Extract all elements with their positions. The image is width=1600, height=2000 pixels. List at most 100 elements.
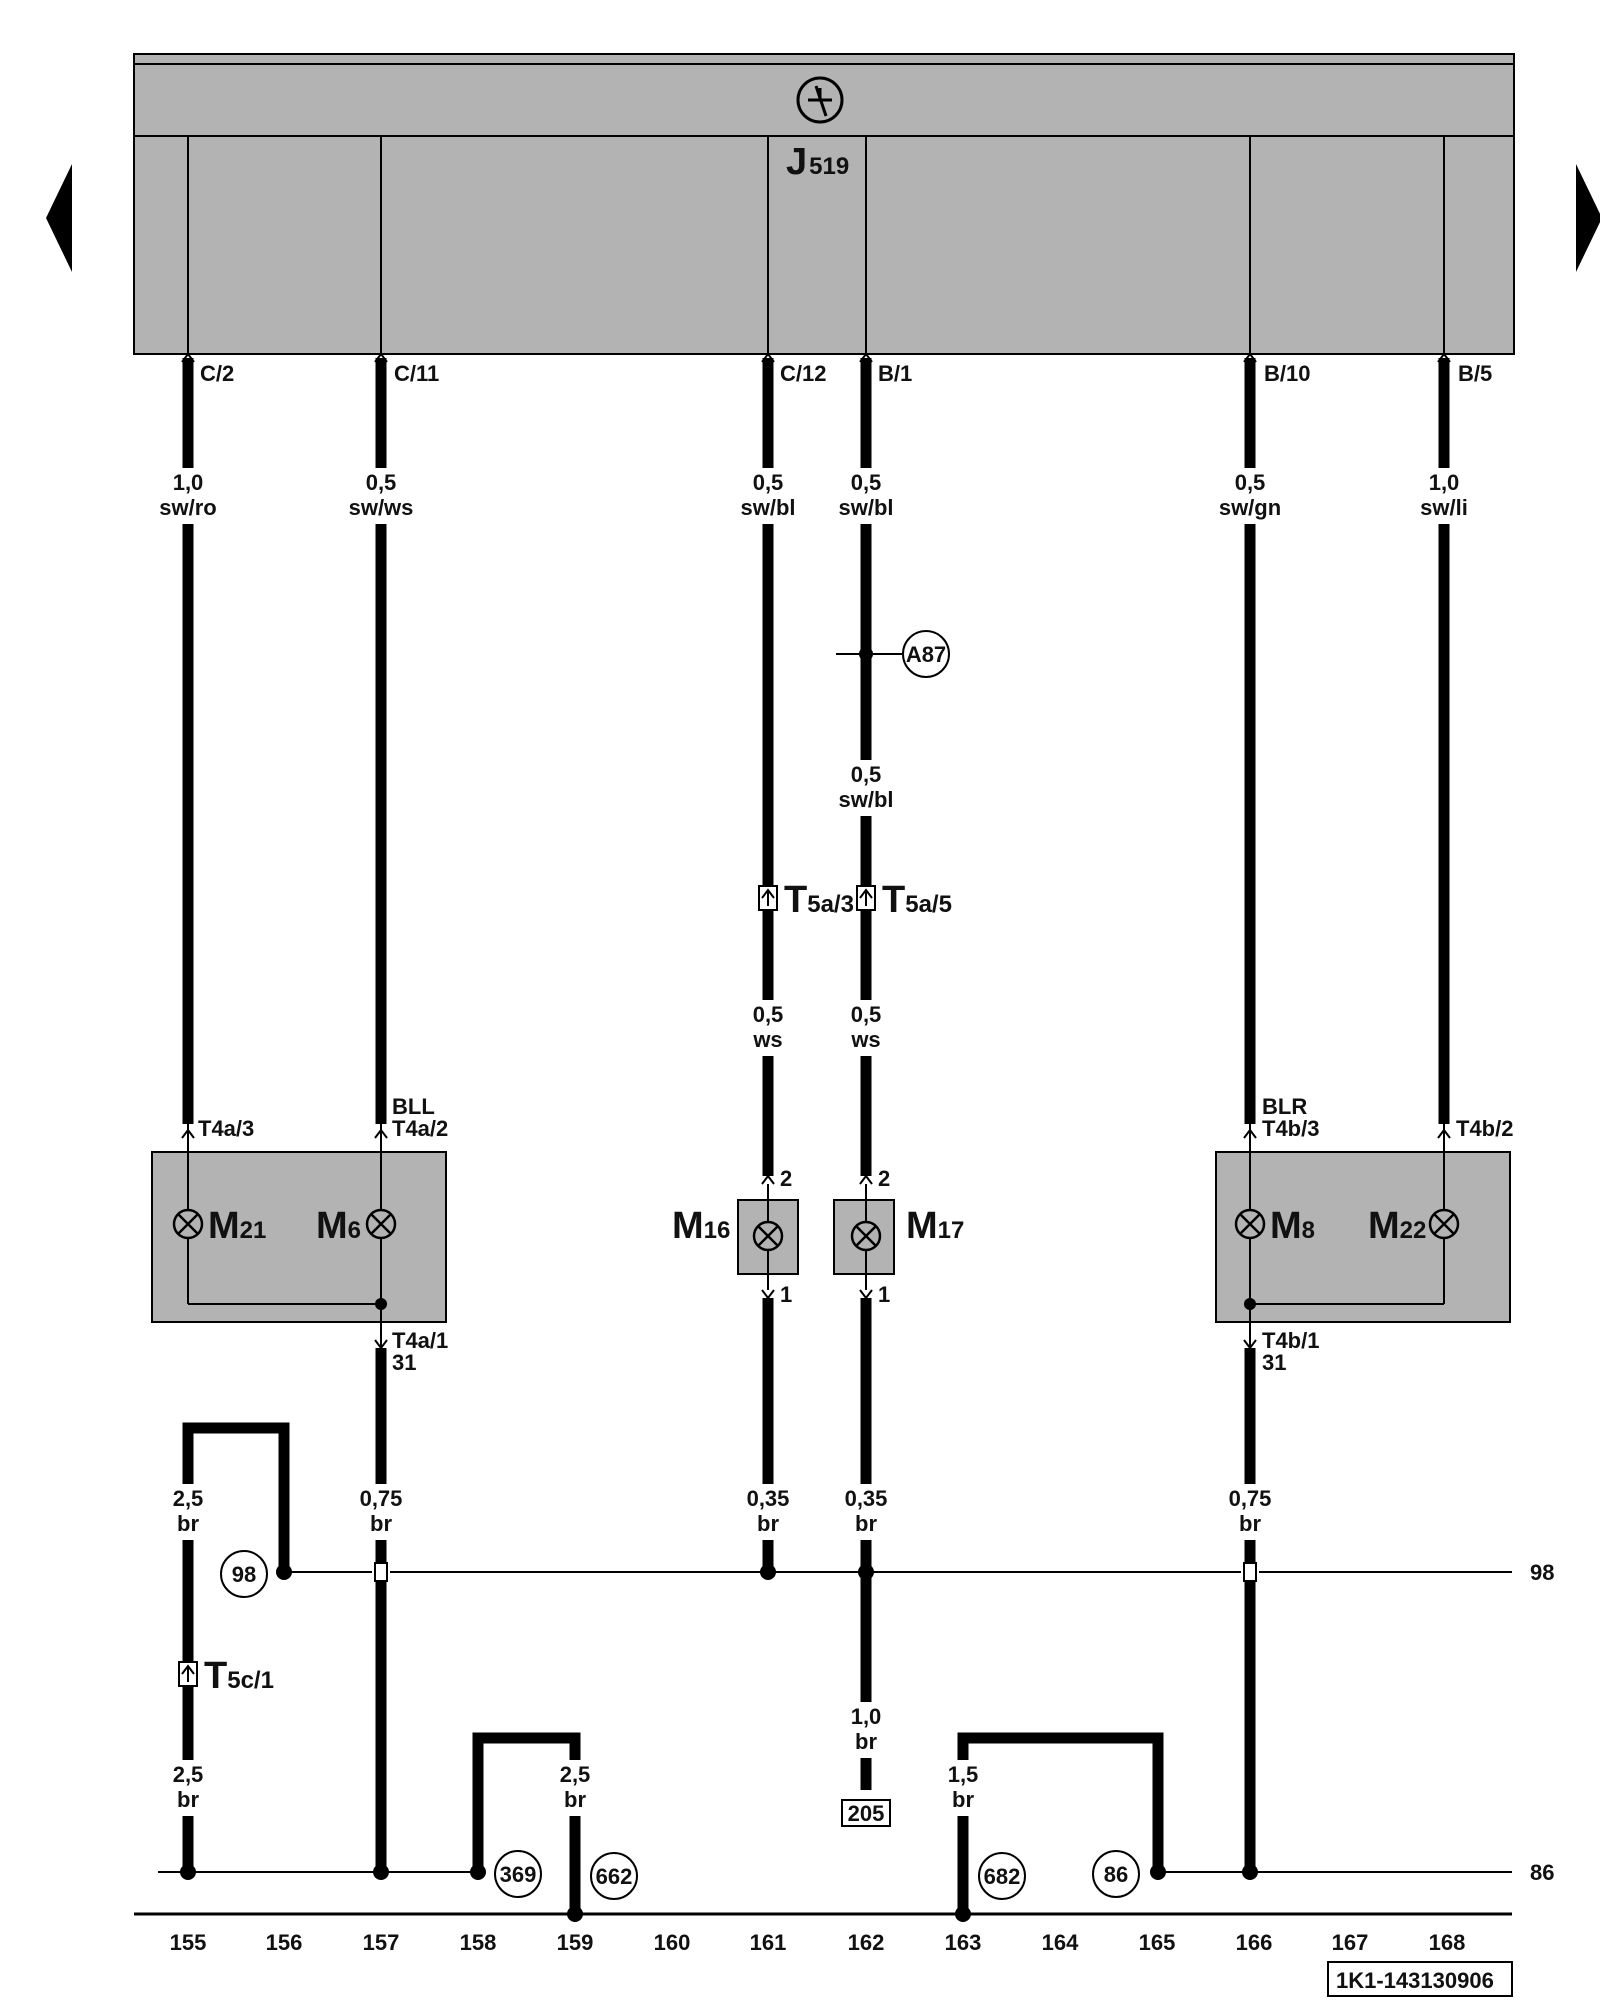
wire-color: ws	[752, 1027, 782, 1052]
track-number: 158	[460, 1930, 497, 1955]
wire-color: br	[370, 1511, 392, 1536]
component-m17-label: M17	[906, 1205, 964, 1247]
wire-size: 0,35	[845, 1486, 888, 1511]
wire-size: 0,5	[366, 470, 397, 495]
lamp-icon	[1234, 1208, 1266, 1240]
pin-label: BLL	[392, 1094, 435, 1119]
pin-label: C/2	[200, 361, 234, 386]
connector-label: T5a/5	[882, 879, 952, 921]
wire-size: 0,35	[747, 1486, 790, 1511]
control-unit-name: J519	[786, 141, 849, 183]
ground-bus-86: 86	[158, 1860, 1554, 1885]
top-pin-labels: C/2 C/11 C/12 B/1 B/10 B/5	[200, 361, 1492, 386]
wire-color: br	[177, 1511, 199, 1536]
wire-size: 0,5	[851, 1002, 882, 1027]
wire-size: 0,5	[1235, 470, 1266, 495]
track-number: 166	[1236, 1930, 1273, 1955]
wire-size: 0,75	[360, 1486, 403, 1511]
wire-size: 2,5	[173, 1762, 204, 1787]
track-number: 163	[945, 1930, 982, 1955]
connector-label: T4a/2	[392, 1116, 448, 1141]
wire-size: 0,75	[1229, 1486, 1272, 1511]
lamp-unit-right: M8 M22	[1215, 1124, 1511, 1348]
track-number: 156	[266, 1930, 303, 1955]
track-number: 157	[363, 1930, 400, 1955]
wire-color: br	[952, 1787, 974, 1812]
wire-size: 0,5	[851, 470, 882, 495]
connector-label: T4b/2	[1456, 1116, 1513, 1141]
wire-spec-labels-upper: 1,0 sw/ro 0,5 sw/ws 0,5 sw/bl 0,5 sw/bl …	[159, 470, 1468, 1052]
wire-size: 2,5	[560, 1762, 591, 1787]
bus-label: 98	[1530, 1560, 1554, 1585]
component-m22-label: M22	[1368, 1205, 1426, 1247]
wire-color: sw/gn	[1219, 495, 1281, 520]
component-m21-label: M21	[208, 1205, 266, 1247]
connector-label: T5c/1	[204, 1655, 274, 1697]
ground-ref-label: 369	[500, 1862, 537, 1887]
wire-color: sw/bl	[838, 495, 893, 520]
ground-ref-label: 205	[848, 1801, 885, 1826]
previous-page-arrow-icon[interactable]	[46, 164, 72, 272]
wire-size: 0,5	[753, 1002, 784, 1027]
ground-ref-label: 662	[596, 1864, 633, 1889]
pin-label: 2	[780, 1166, 792, 1191]
pin-label: 1	[780, 1282, 792, 1307]
wire-spec-labels-lower: 2,5 br 2,5 br 0,75 br 0,35 br 0,35 br 1,…	[173, 1486, 1272, 1812]
connector-t5a: T5a/3 T5a/5	[758, 879, 952, 921]
connector-t5c1: T5c/1	[178, 1655, 274, 1697]
wire-color: br	[757, 1511, 779, 1536]
ground-ref-label: 86	[1104, 1862, 1128, 1887]
pin-label: B/10	[1264, 361, 1310, 386]
ground-wire-loop-98	[182, 1422, 290, 1872]
track-number: 167	[1332, 1930, 1369, 1955]
connector-label: T5a/3	[784, 879, 854, 921]
bus-label: 86	[1530, 1860, 1554, 1885]
ground-ref-label: 98	[232, 1562, 256, 1587]
wire-color: br	[855, 1729, 877, 1754]
wire-size: 1,0	[851, 1704, 882, 1729]
wire-size: 2,5	[173, 1486, 204, 1511]
component-m6-label: M6	[316, 1205, 361, 1247]
lamp-icon	[172, 1208, 204, 1240]
ground-refs-lower: 369 662 682 86 205	[494, 1799, 1140, 1900]
pin-label: C/12	[780, 361, 826, 386]
ground-wire-loop-369	[472, 1732, 581, 1914]
control-unit-j519: J519	[133, 53, 1515, 355]
document-id-label: 1K1-143130906	[1336, 1968, 1494, 1993]
track-number: 159	[557, 1930, 594, 1955]
wire-color: sw/ro	[159, 495, 216, 520]
wires-lower	[182, 1298, 1256, 1914]
pin-label: 31	[1262, 1350, 1286, 1375]
connector-label: T4b/1	[1262, 1328, 1319, 1353]
lamp-m16: 2 1 M16	[672, 1166, 799, 1307]
connector-label: T4a/1	[392, 1328, 448, 1353]
wire-size: 1,0	[1429, 470, 1460, 495]
ground-wire-loop-86	[957, 1732, 1164, 1914]
splice-label: A87	[906, 642, 946, 667]
track-number: 155	[170, 1930, 207, 1955]
pin-label: 1	[878, 1282, 890, 1307]
pin-label: BLR	[1262, 1094, 1307, 1119]
pin-label: B/5	[1458, 361, 1492, 386]
component-m16-label: M16	[672, 1205, 730, 1247]
connector-label: T4b/3	[1262, 1116, 1319, 1141]
wire-color: sw/bl	[740, 495, 795, 520]
wire-size: 0,5	[851, 762, 882, 787]
wire-color: ws	[850, 1027, 880, 1052]
wire-label-backgrounds	[150, 468, 1482, 1056]
pin-label: B/1	[878, 361, 912, 386]
pin-label: 2	[878, 1166, 890, 1191]
track-number: 164	[1042, 1930, 1079, 1955]
lamp-icon	[365, 1208, 397, 1240]
splice-a87: A87	[836, 630, 950, 678]
next-page-arrow-icon[interactable]	[1576, 164, 1600, 272]
wire-color: sw/ws	[349, 495, 414, 520]
component-m8-label: M8	[1270, 1205, 1315, 1247]
connector-label: T4a/3	[198, 1116, 254, 1141]
lamp-m17: 2 1 M17	[833, 1166, 964, 1307]
lamp-icon	[850, 1220, 882, 1252]
wire-color: sw/bl	[838, 787, 893, 812]
lamp-icon	[1428, 1208, 1460, 1240]
wire-size: 0,5	[753, 470, 784, 495]
